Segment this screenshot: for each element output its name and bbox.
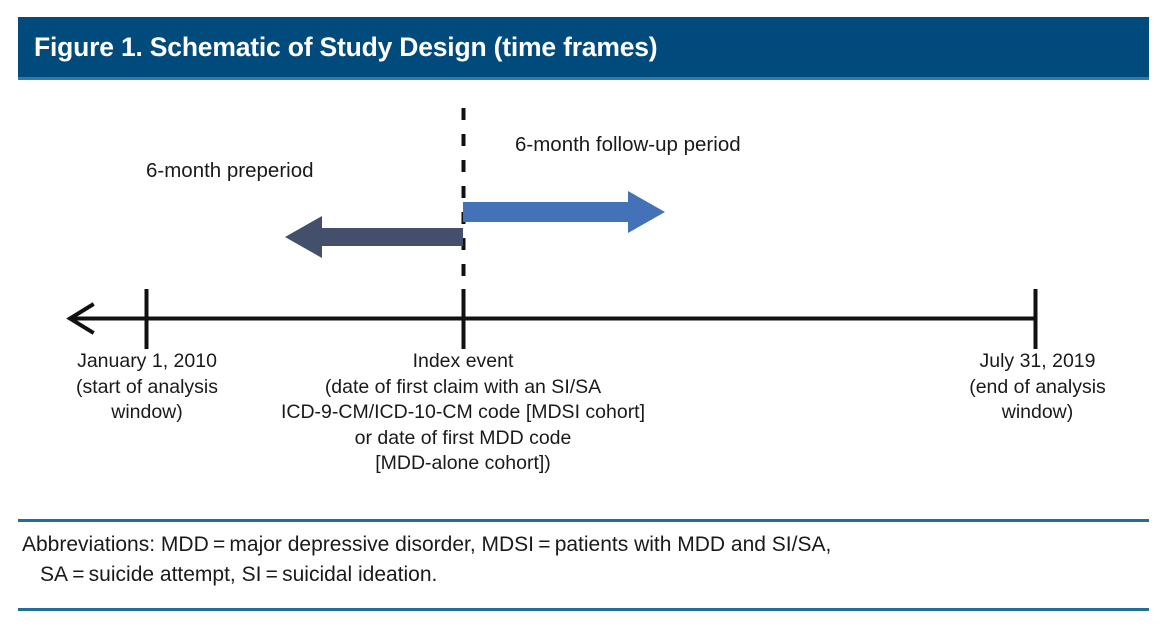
followup-period-label: 6-month follow-up period <box>515 133 741 156</box>
axis-label-end-line3: window) <box>1001 401 1074 423</box>
axis-label-end-of-analysis: July 31, 2019 (end of analysis window) <box>930 349 1145 426</box>
axis-label-index-line3: ICD-9-CM/ICD-10-CM code [MDSI cohort] <box>280 401 646 423</box>
abbreviations-footnote: Abbreviations: MDD = major depressive di… <box>22 530 1152 590</box>
axis-label-index-line1: Index event <box>412 350 514 372</box>
figure-title-bar: Figure 1. Schematic of Study Design (tim… <box>18 17 1149 77</box>
timeline-axis <box>66 302 1036 335</box>
axis-label-start-of-analysis: January 1, 2010 (start of analysis windo… <box>22 349 272 426</box>
timeline-graphics <box>66 108 1038 349</box>
axis-label-end-line2: (end of analysis <box>969 375 1106 398</box>
footer-top-rule <box>18 519 1149 522</box>
axis-label-start-line1: January 1, 2010 <box>77 350 217 372</box>
axis-left-arrowhead <box>66 302 95 335</box>
axis-label-index-line5: [MDD-alone cohort]) <box>375 452 551 474</box>
axis-label-end-line1: July 31, 2019 <box>979 350 1096 372</box>
axis-label-index-line2: (date of first claim with an SI/SA <box>324 375 602 398</box>
title-underline-rule <box>18 77 1149 80</box>
followup-arrow <box>463 191 665 233</box>
figure-title: Figure 1. Schematic of Study Design (tim… <box>34 31 658 62</box>
axis-label-index-line4: or date of first MDD code <box>354 426 572 449</box>
footer-bottom-rule <box>18 608 1149 611</box>
preperiod-arrow <box>285 216 463 258</box>
preperiod-label: 6-month preperiod <box>146 159 314 182</box>
timeline-diagram: 6-month preperiod 6-month follow-up peri… <box>0 77 1167 511</box>
footnote-line-1: Abbreviations: MDD = major depressive di… <box>22 533 832 556</box>
axis-label-start-line3: window) <box>111 401 183 423</box>
axis-label-start-line2: (start of analysis <box>76 375 218 398</box>
axis-label-index-event: Index event (date of first claim with an… <box>238 349 688 477</box>
footnote-line-2: SA = suicide attempt, SI = suicidal idea… <box>40 563 438 586</box>
